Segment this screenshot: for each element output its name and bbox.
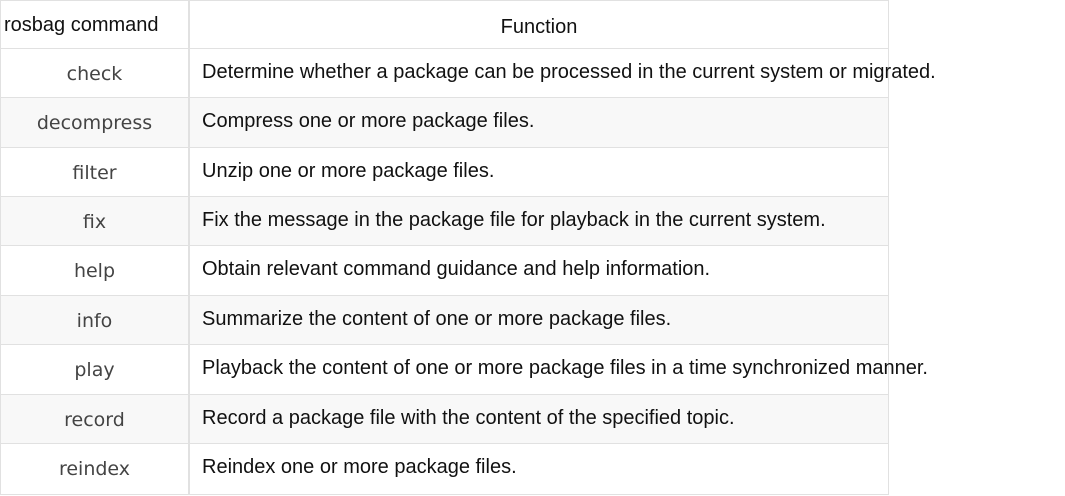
function-cell: Fix the message in the package file for …: [202, 209, 826, 231]
command-cell: check: [66, 62, 123, 85]
function-cell-background: [190, 197, 888, 246]
row-divider: [0, 344, 889, 345]
command-cell: fix: [1, 197, 188, 246]
row-divider: [0, 196, 889, 197]
table-row: info Summarize the content of one or more…: [0, 296, 1065, 345]
command-cell: record: [1, 395, 188, 444]
function-cell: Reindex one or more package files.: [202, 456, 517, 478]
table-header-row: rosbag command Function: [0, 0, 1065, 49]
row-divider: [0, 147, 889, 148]
function-cell-background: [190, 98, 888, 147]
row-divider: [0, 394, 889, 395]
function-cell: Record a package file with the content o…: [202, 407, 735, 429]
function-cell: Determine whether a package can be proce…: [202, 61, 936, 83]
function-cell: Compress one or more package files.: [202, 110, 535, 132]
table-row: play Playback the content of one or more …: [0, 345, 1065, 394]
function-cell: Summarize the content of one or more pac…: [202, 308, 672, 330]
table-row: filter Unzip one or more package files.: [0, 148, 1065, 197]
function-cell: Playback the content of one or more pack…: [202, 357, 928, 379]
function-cell-background: [190, 395, 888, 444]
table-row: fix Fix the message in the package file f…: [0, 197, 1065, 246]
header-rosbag-command: rosbag command: [4, 14, 159, 36]
header-function: Function: [500, 16, 578, 38]
row-divider: [0, 48, 889, 49]
row-divider: [0, 443, 889, 444]
table-row: record Record a package file with the con…: [0, 395, 1065, 444]
row-divider: [0, 295, 889, 296]
table-border: [0, 0, 889, 495]
command-cell: reindex: [58, 457, 131, 480]
command-cell: filter: [72, 161, 117, 184]
command-cell: decompress: [1, 98, 188, 147]
row-divider: [0, 97, 889, 98]
function-cell-background: [190, 296, 888, 345]
table-row: help Obtain relevant command guidance and…: [0, 246, 1065, 295]
table-row: check Determine whether a package can be …: [0, 49, 1065, 98]
column-divider: [188, 0, 190, 495]
command-cell: info: [1, 296, 188, 345]
command-cell: help: [73, 259, 116, 282]
row-divider: [0, 245, 889, 246]
command-cell: play: [74, 358, 115, 381]
function-cell: Unzip one or more package files.: [202, 160, 495, 182]
function-cell: Obtain relevant command guidance and hel…: [202, 258, 711, 280]
table-row: reindex Reindex one or more package files…: [0, 444, 1065, 493]
table-row: decompress Compress one or more package f…: [0, 98, 1065, 147]
